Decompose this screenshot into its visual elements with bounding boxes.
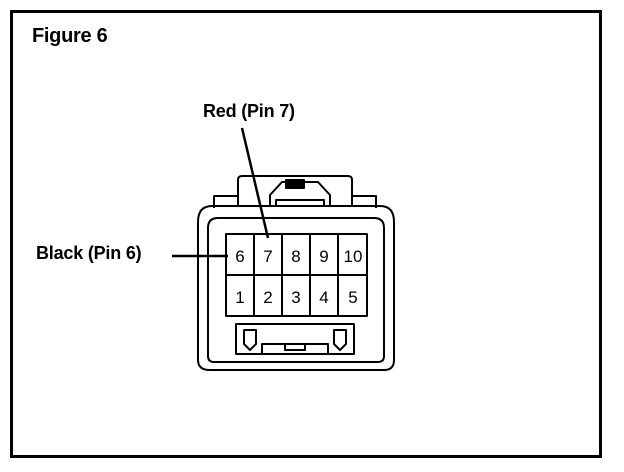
pin-label-6: 6 xyxy=(235,247,244,266)
connector-housing xyxy=(197,205,395,371)
pin-label-10: 10 xyxy=(344,247,363,266)
connector-ear-right xyxy=(352,195,377,208)
connector-shroud xyxy=(207,217,385,363)
pin-label-9: 9 xyxy=(319,247,328,266)
pin-label-2: 2 xyxy=(263,288,272,307)
pin-label-7: 7 xyxy=(263,247,272,266)
pin-label-4: 4 xyxy=(319,288,328,307)
pin-label-8: 8 xyxy=(291,247,300,266)
callout-red-pin7: Red (Pin 7) xyxy=(203,101,295,121)
connector-ear-left xyxy=(213,195,238,208)
figure-title: Figure 6 xyxy=(32,25,108,47)
pin-label-1: 1 xyxy=(235,288,244,307)
leader-line-red xyxy=(240,127,270,239)
connector-lock-slot xyxy=(235,323,355,355)
pin-label-3: 3 xyxy=(291,288,300,307)
connector-latch-key xyxy=(285,179,305,189)
callout-black-pin6: Black (Pin 6) xyxy=(36,243,142,263)
connector-latch xyxy=(237,175,353,206)
pin-label-5: 5 xyxy=(348,288,357,307)
